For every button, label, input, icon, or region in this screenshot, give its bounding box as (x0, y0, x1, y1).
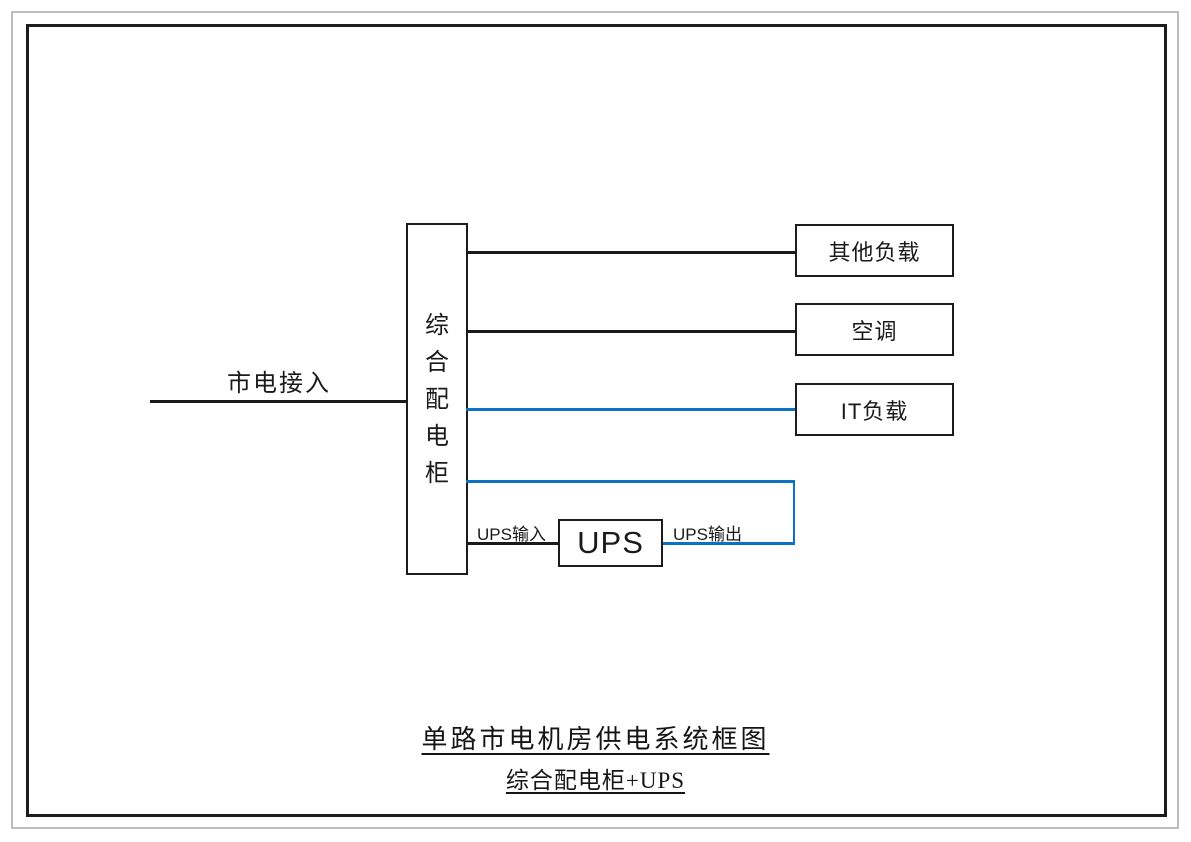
ups-output-label: UPS输出 (673, 525, 742, 544)
load-box-it: IT负载 (795, 383, 954, 436)
ups-return-line-top (466, 480, 795, 483)
load-box-air-conditioner: 空调 (795, 303, 954, 356)
ups-output-line (662, 542, 795, 545)
load-label-other: 其他负载 (828, 239, 921, 265)
feed-line-air-conditioner (466, 330, 796, 333)
outer-frame-border (11, 11, 1179, 829)
ups-box-label: UPS (577, 525, 644, 560)
diagram-subtitle: 综合配电柜+UPS (505, 768, 686, 793)
ups-return-line-vertical (792, 480, 795, 544)
feed-line-it-load (466, 408, 796, 411)
load-label-air-conditioner: 空调 (851, 318, 898, 344)
mains-input-line (150, 400, 407, 403)
mains-input-label: 市电接入 (227, 370, 331, 397)
distribution-cabinet-label: 综合配电柜 (425, 311, 449, 487)
ups-input-label: UPS输入 (477, 525, 546, 544)
distribution-cabinet-box: 综合配电柜 (406, 223, 468, 575)
load-box-other: 其他负载 (795, 224, 954, 277)
feed-line-other-load (466, 251, 796, 254)
diagram-title: 单路市电机房供电系统框图 (421, 725, 770, 754)
load-label-it: IT负载 (840, 398, 909, 424)
ups-input-line (466, 542, 559, 545)
inner-frame-border (26, 24, 1167, 817)
ups-box: UPS (558, 519, 663, 567)
